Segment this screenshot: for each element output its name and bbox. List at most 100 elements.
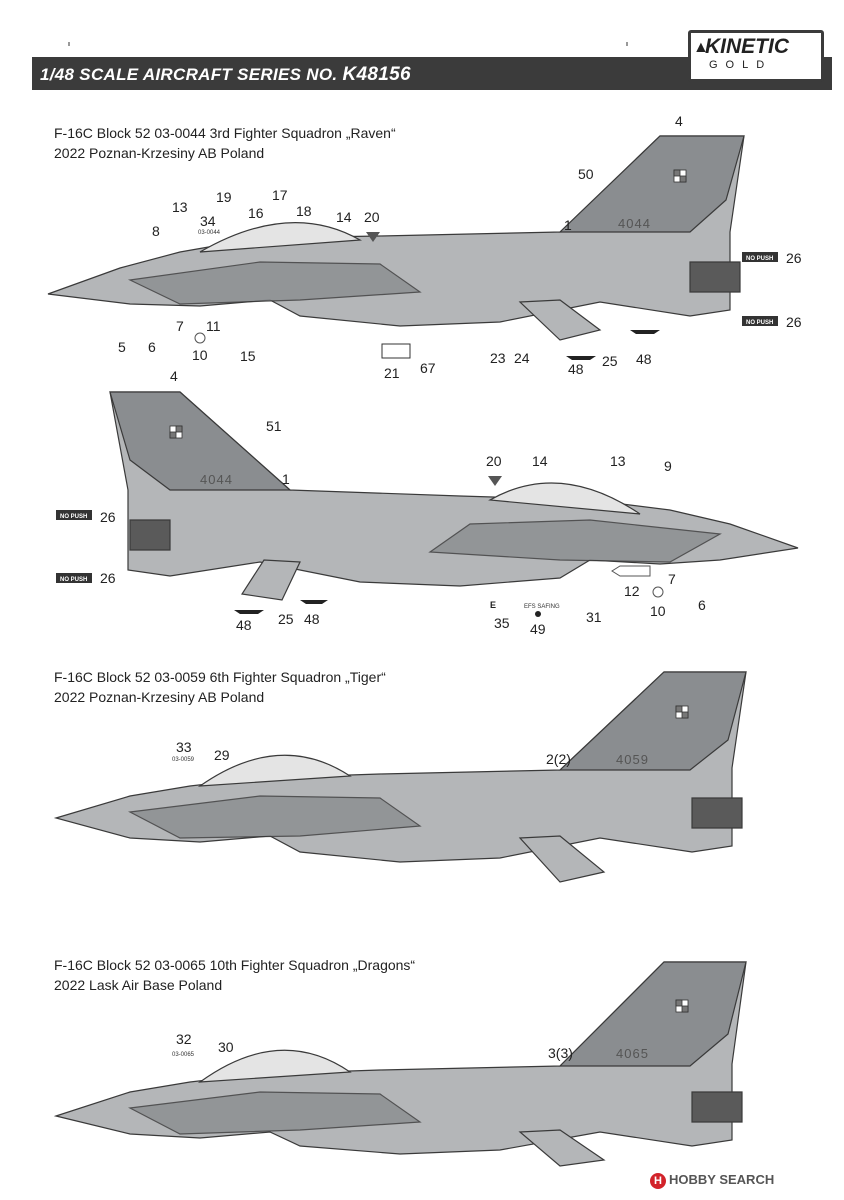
callout: 6 — [698, 597, 706, 613]
callout: 35 — [494, 615, 510, 631]
decal-48-shape — [300, 600, 328, 604]
hobby-search-logo-icon: H — [650, 1172, 666, 1189]
callout: 4 — [675, 113, 683, 129]
callout: 48 — [636, 351, 652, 367]
logo-line: GOLD — [709, 59, 773, 71]
callout: 26 — [100, 509, 116, 525]
callout: 49 — [530, 621, 546, 637]
callout: 25 — [278, 611, 294, 627]
aircraft-silhouette — [109, 391, 799, 601]
decal-49-shape — [535, 611, 541, 617]
callout-numbers: 4 50 1 26 26 13 19 17 16 18 14 20 34 8 7… — [118, 113, 802, 381]
callout: 33 — [176, 739, 192, 755]
callout: 21 — [384, 365, 400, 381]
callout: 10 — [192, 347, 208, 363]
callout: 14 — [532, 453, 548, 469]
no-push-stencil: NO PUSH — [60, 514, 87, 520]
callout: 32 — [176, 1031, 192, 1047]
callout-numbers: 32 30 3(3) — [176, 1031, 573, 1061]
stencil-box — [742, 316, 778, 326]
callout: 11 — [206, 318, 221, 334]
aircraft-silhouette — [47, 135, 745, 341]
tail-serial: 4044 — [618, 216, 651, 231]
callout: 20 — [364, 209, 380, 225]
series-number: K48156 — [342, 64, 411, 85]
profile-3-left-view: 4065 03-0065 32 30 3(3) — [53, 961, 747, 1167]
callout: 26 — [786, 314, 802, 330]
decal-20-shape — [488, 476, 502, 486]
stencil-box — [56, 510, 92, 520]
callout: 7 — [668, 571, 676, 587]
decal-35-marker: E — [490, 600, 496, 610]
callout: 4 — [170, 368, 178, 384]
callout: 67 — [420, 360, 436, 376]
callout: 26 — [786, 250, 802, 266]
logo-brand: KINETIC — [705, 35, 789, 58]
watermark-text: HOBBY SEARCH — [669, 1172, 775, 1187]
aircraft-silhouette — [53, 961, 747, 1167]
decal-21-shape — [381, 343, 411, 359]
callout: 12 — [624, 583, 640, 599]
decal-48-shape — [630, 330, 660, 334]
logo-chevron-icon: ▲ — [693, 39, 709, 56]
callout: 51 — [266, 418, 282, 434]
profile-1-right-view: 4044 NO PUSH NO PUSH EFS SAFING E 4 51 1… — [56, 368, 799, 637]
tail-serial: 4044 — [200, 472, 233, 487]
header-title: 1/48 SCALE AIRCRAFT SERIES NO. K48156 — [40, 64, 411, 86]
series-label: 1/48 SCALE AIRCRAFT SERIES NO. — [40, 65, 338, 84]
callout: 6 — [148, 339, 156, 355]
callout: 13 — [610, 453, 626, 469]
callout: 8 — [152, 223, 160, 239]
insignia-checker-icon — [675, 705, 689, 719]
tail-serial: 4065 — [616, 1046, 649, 1061]
profile-caption-3: F-16C Block 52 03-0065 10th Fighter Squa… — [54, 955, 415, 995]
small-serial: 03-0065 — [172, 1052, 195, 1058]
decal-10-shape — [652, 586, 664, 598]
callout: 19 — [216, 189, 232, 205]
callout: 16 — [248, 205, 264, 221]
callout: 15 — [240, 348, 256, 364]
no-push-stencil: NO PUSH — [746, 256, 773, 262]
callout: 5 — [118, 339, 126, 355]
caption-line-1: F-16C Block 52 03-0059 6th Fighter Squad… — [54, 669, 386, 685]
callout: 1 — [282, 471, 290, 487]
callout: 26 — [100, 570, 116, 586]
profile-1-left-view: 4044 03-0044 NO PUSH NO PUSH 4 50 1 26 2… — [47, 113, 802, 381]
callout: 50 — [578, 166, 594, 182]
callout: 10 — [650, 603, 666, 619]
tail-serial: 4059 — [616, 752, 649, 767]
decal-12-shape — [611, 565, 651, 577]
decal-20-shape — [366, 232, 380, 242]
efs-safing-stencil: EFS SAFING — [524, 604, 560, 610]
callout: 34 — [200, 213, 216, 229]
caption-line-1: F-16C Block 52 03-0065 10th Fighter Squa… — [54, 957, 416, 973]
callout: 48 — [304, 611, 320, 627]
no-push-stencil: NO PUSH — [746, 320, 773, 326]
insignia-checker-icon — [673, 169, 687, 183]
callout: 31 — [586, 609, 602, 625]
callout: 3(3) — [548, 1045, 573, 1061]
callout: 14 — [336, 209, 352, 225]
callout: 23 — [490, 350, 506, 366]
callout: 24 — [514, 350, 530, 366]
callout: 9 — [664, 458, 672, 474]
callout: 25 — [602, 353, 618, 369]
caption-line-2: 2022 Poznan-Krzesiny AB Poland — [54, 689, 265, 705]
callout: 18 — [296, 203, 312, 219]
callout-numbers: 4 51 1 20 14 13 9 26 26 7 12 10 6 31 49 … — [100, 368, 706, 637]
callout: 20 — [486, 453, 502, 469]
decal-10-shape — [194, 332, 206, 344]
stencil-box — [742, 252, 778, 262]
callout: 13 — [172, 199, 188, 215]
caption-line-2: 2022 Poznan-Krzesiny AB Poland — [54, 145, 265, 161]
caption-line-2: 2022 Lask Air Base Poland — [54, 977, 223, 993]
no-push-stencil: NO PUSH — [60, 577, 87, 583]
callout: 30 — [218, 1039, 234, 1055]
crop-mark — [626, 42, 628, 46]
profile-caption-2: F-16C Block 52 03-0059 6th Fighter Squad… — [54, 667, 386, 707]
callout-numbers: 33 29 2(2) — [176, 739, 571, 767]
stencil-box — [56, 573, 92, 583]
insignia-checker-icon — [675, 999, 689, 1013]
small-serial: 03-0044 — [198, 230, 221, 236]
